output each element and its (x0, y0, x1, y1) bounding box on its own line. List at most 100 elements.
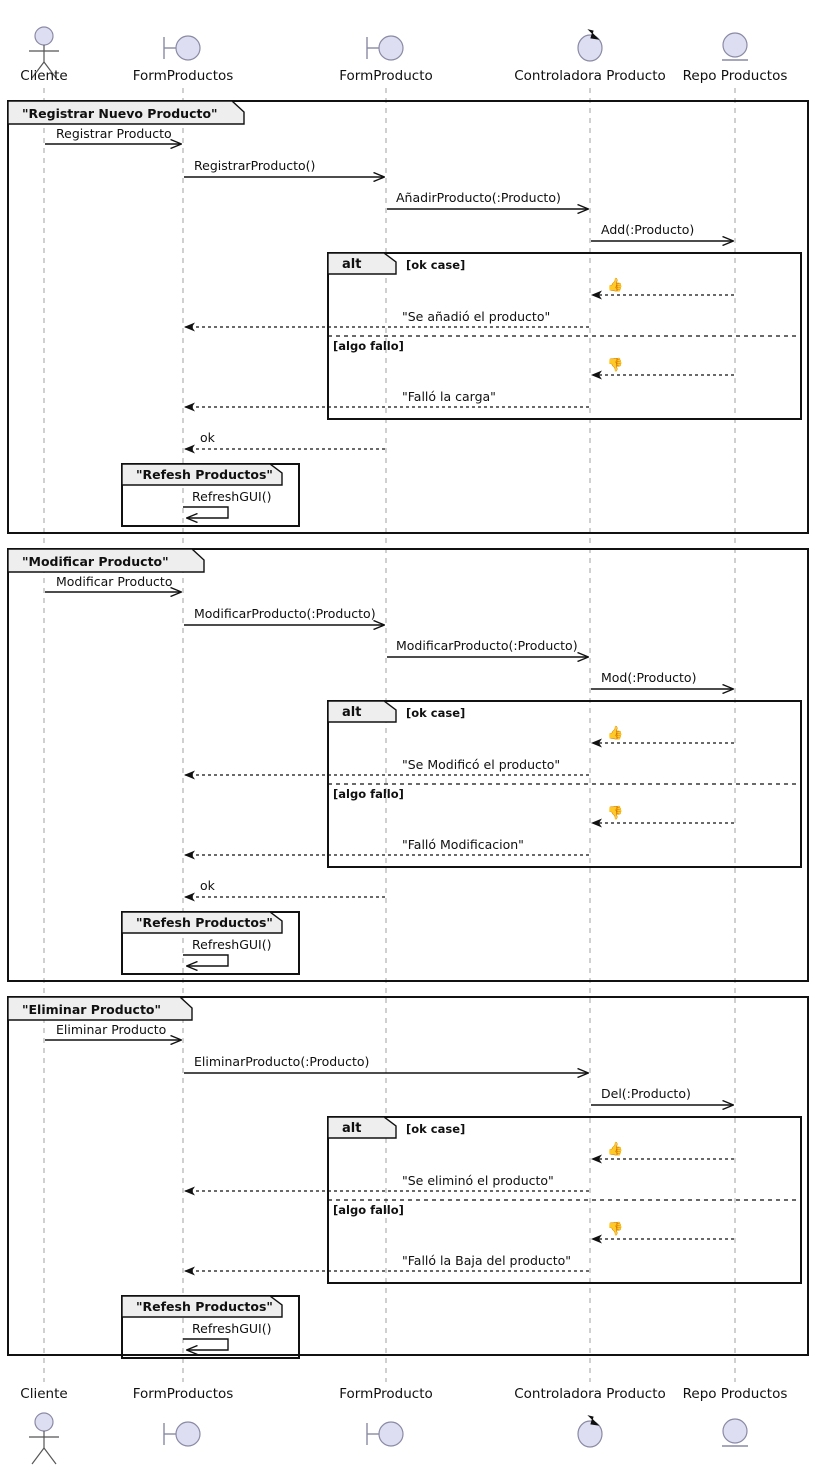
alt-guard-eliminar-1: [algo fallo] (333, 1203, 404, 1217)
participant-head-formproducto: FormProducto (339, 35, 433, 84)
thumbs-down-icon: 👎 (607, 805, 623, 821)
participant-label-formproductos: FormProductos (133, 68, 234, 84)
message-label: RegistrarProducto() (194, 158, 315, 173)
message-label: Del(:Producto) (601, 1086, 691, 1101)
participant-foot-label-formproductos: FormProductos (133, 1386, 234, 1402)
fragment-title-registrar-header (7, 100, 245, 125)
participant-foot-label-cliente: Cliente (20, 1386, 67, 1402)
refresh-title-eliminar-label: "Refesh Productos" (136, 1299, 273, 1314)
actor-leg-left-icon (31, 61, 45, 79)
message-label: Eliminar Producto (56, 1022, 166, 1037)
self-message-arrow (183, 506, 229, 518)
thumbs-up-icon: 👍 (607, 1141, 623, 1157)
message-label: Mod(:Producto) (601, 670, 696, 685)
control-arrow-icon (587, 1415, 600, 1426)
message-label: "Falló Modificacion" (402, 837, 524, 852)
message-label: "Se añadió el producto" (402, 309, 550, 324)
refresh-fragment-registrar: "Refesh Productos" (121, 463, 300, 527)
participant-foot-label-repo: Repo Productos (683, 1386, 788, 1402)
fragment-box-registrar (7, 100, 809, 534)
message-label: Add(:Producto) (601, 222, 694, 237)
lifelines-layer (43, 88, 736, 1382)
thumbs-down-icon: 👎 (607, 357, 623, 373)
entity-circle-icon (722, 32, 748, 58)
control-circle-icon (577, 1420, 603, 1448)
message-label: "Se eliminó el producto" (402, 1173, 554, 1188)
message-label: "Se Modificó el producto" (402, 757, 560, 772)
self-message-arrow (183, 954, 229, 966)
thumbs-up-icon: 👍 (607, 277, 623, 293)
fragment-title-eliminar-header (7, 996, 193, 1021)
fragment-box-modificar (7, 548, 809, 982)
message-label: Modificar Producto (56, 574, 172, 589)
fragment-title-modificar-label: "Modificar Producto" (22, 554, 169, 569)
control-circle-icon (577, 34, 603, 62)
participant-foot-label-formproducto: FormProducto (339, 1386, 433, 1402)
alt-guard-registrar-0: [ok case] (406, 258, 465, 272)
alt-title-eliminar-label: alt (342, 1121, 361, 1136)
participant-head-repo: Repo Productos (683, 32, 788, 84)
alt-title-registrar-header (327, 252, 397, 275)
alt-guard-modificar-1: [algo fallo] (333, 787, 404, 801)
fragments-layer: "Registrar Nuevo Producto" alt [ok case] [a… (7, 100, 809, 1359)
alt-title-modificar-label: alt (342, 705, 361, 720)
alt-guard-eliminar-0: [ok case] (406, 1122, 465, 1136)
participant-label-controladora: Controladora Producto (514, 68, 666, 84)
alt-fragment-registrar: alt [ok case] [algo fallo] (327, 252, 802, 420)
participant-label-repo: Repo Productos (683, 68, 788, 84)
boundary-circle-icon (175, 1421, 201, 1447)
participant-foot-cliente: Cliente (20, 1386, 68, 1465)
boundary-circle-icon (378, 35, 404, 61)
entity-circle-icon (722, 1418, 748, 1444)
alt-fragment-eliminar: alt [ok case] [algo fallo] (327, 1116, 802, 1284)
refresh-fragment-eliminar: "Refesh Productos" (121, 1295, 300, 1359)
refresh-fragment-modificar: "Refesh Productos" (121, 911, 300, 975)
participant-foot-label-controladora: Controladora Producto (514, 1386, 666, 1402)
boundary-circle-icon (175, 35, 201, 61)
refresh-title-modificar-label: "Refesh Productos" (136, 915, 273, 930)
fragment-eliminar: "Eliminar Producto" (7, 996, 809, 1356)
alt-title-registrar-label: alt (342, 257, 361, 272)
participant-head-cliente: Cliente (20, 26, 68, 84)
actor-leg-right-icon (43, 61, 57, 79)
message-label: AñadirProducto(:Producto) (396, 190, 561, 205)
message-label: EliminarProducto(:Producto) (194, 1054, 369, 1069)
self-message-label: RefreshGUI() (192, 1321, 271, 1336)
participant-head-formproductos: FormProductos (133, 35, 234, 84)
participant-foot-formproductos: FormProductos (133, 1386, 234, 1447)
alt-title-eliminar-header (327, 1116, 397, 1139)
participant-label-cliente: Cliente (20, 68, 67, 84)
fragment-modificar: "Modificar Producto" (7, 548, 809, 982)
participant-label-formproducto: FormProducto (339, 68, 433, 84)
message-label: ok (200, 878, 216, 893)
fragment-title-registrar-label: "Registrar Nuevo Producto" (22, 106, 218, 121)
participant-foot-repo: Repo Productos (683, 1386, 788, 1447)
participant-head-controladora: Controladora Producto (514, 29, 666, 84)
thumbs-up-icon: 👍 (607, 725, 623, 741)
participant-foot-controladora: Controladora Producto (514, 1386, 666, 1448)
alt-guard-registrar-1: [algo fallo] (333, 339, 404, 353)
self-message-label: RefreshGUI() (192, 937, 271, 952)
message-label: "Falló la Baja del producto" (402, 1253, 571, 1268)
thumbs-down-icon: 👎 (607, 1221, 623, 1237)
message-label: ModificarProducto(:Producto) (194, 606, 376, 621)
participant-foot-formproducto: FormProducto (339, 1386, 433, 1447)
boundary-circle-icon (378, 1421, 404, 1447)
self-message-label: RefreshGUI() (192, 489, 271, 504)
actor-leg-right-icon (43, 1447, 57, 1465)
participant-heads-layer: ClienteClienteFormProductosFormProductos… (20, 26, 788, 1465)
refresh-title-eliminar-header (121, 1295, 283, 1318)
self-message-arrow (183, 1338, 229, 1350)
fragment-registrar: "Registrar Nuevo Producto" (7, 100, 809, 534)
alt-guard-modificar-0: [ok case] (406, 706, 465, 720)
fragment-box-eliminar (7, 996, 809, 1356)
refresh-title-modificar-header (121, 911, 283, 934)
message-label: "Falló la carga" (402, 389, 496, 404)
refresh-title-registrar-label: "Refesh Productos" (136, 467, 273, 482)
message-label: ok (200, 430, 216, 445)
message-label: ModificarProducto(:Producto) (396, 638, 578, 653)
actor-head-icon (34, 26, 54, 46)
message-label: Registrar Producto (56, 126, 172, 141)
